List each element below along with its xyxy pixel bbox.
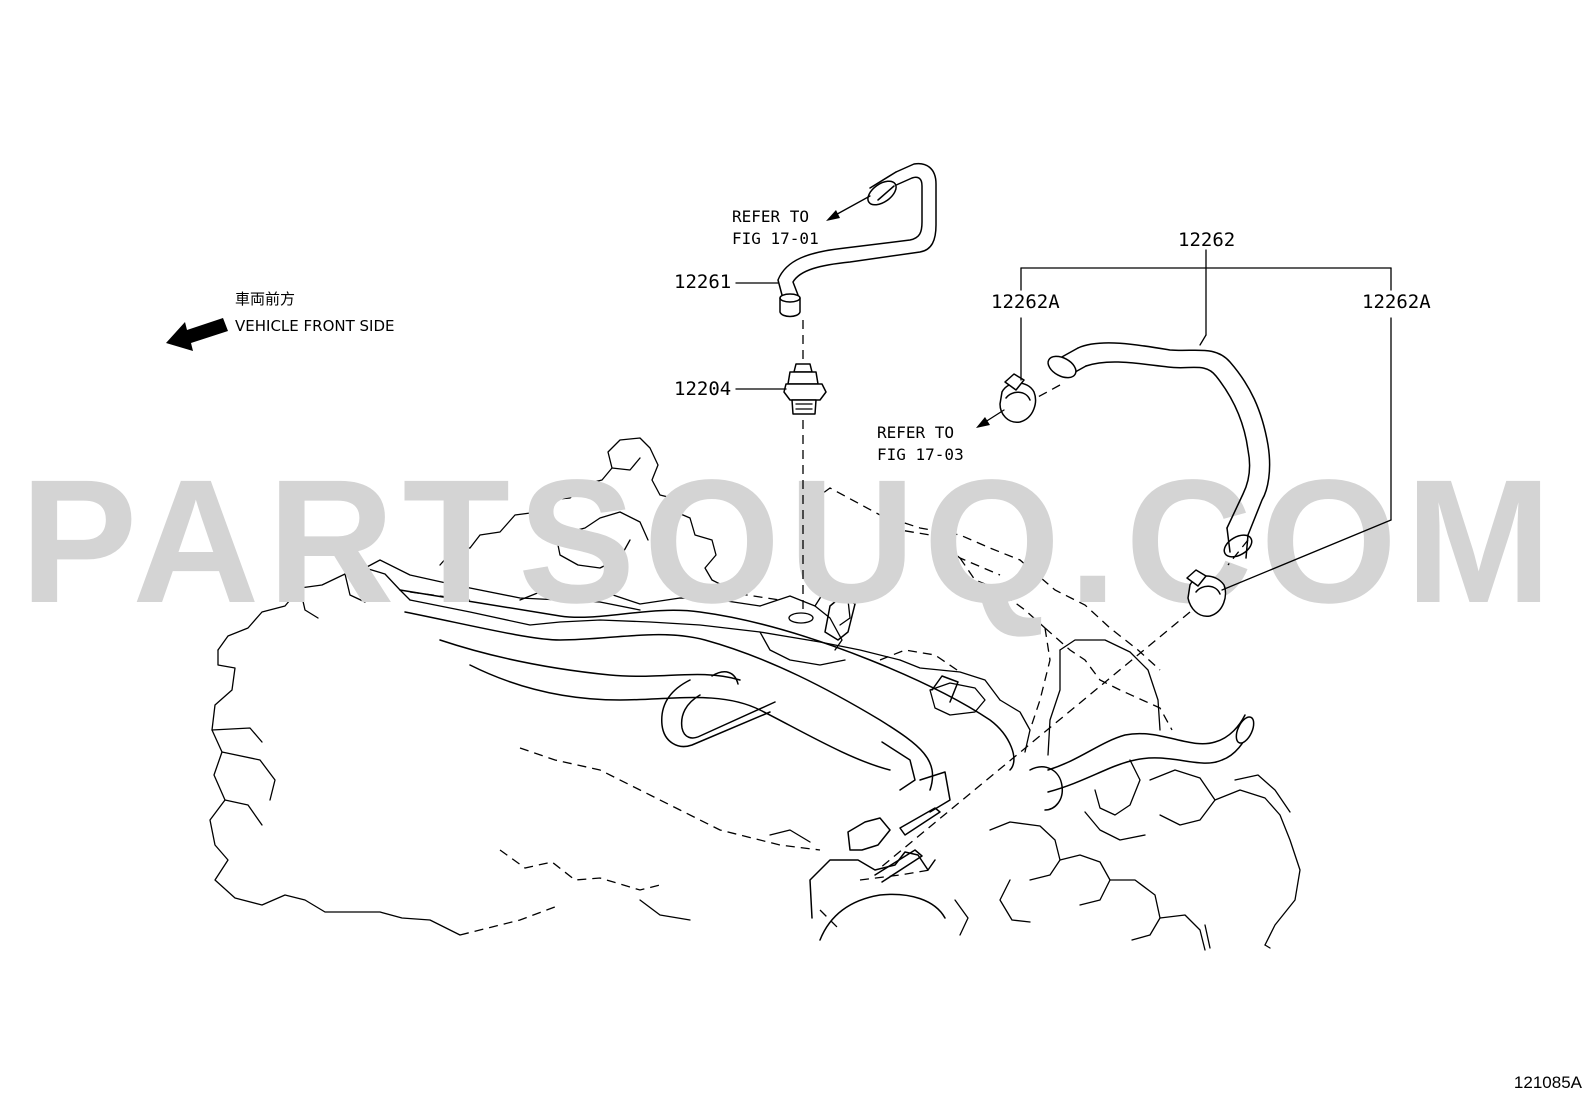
engine-outline: [209, 437, 1301, 951]
label-12262[interactable]: 12262: [1178, 229, 1235, 251]
pcv-valve-12204[interactable]: [783, 363, 827, 415]
ref1-line1[interactable]: REFER TO: [732, 207, 809, 226]
hose-clamp-right[interactable]: [1186, 569, 1227, 617]
assembly-line-diagonal: [879, 611, 1191, 869]
ref1-arrow-icon: [826, 210, 840, 221]
label-12204[interactable]: 12204: [674, 378, 731, 400]
figure-code: 121085A: [1514, 1073, 1583, 1092]
ref2-dash-line: [1035, 384, 1061, 399]
ref2-arrow-icon: [976, 417, 990, 428]
hose-12262[interactable]: [1045, 342, 1271, 561]
callout-bracket-12262: [1020, 249, 1392, 591]
vehicle-front-indicator: 車両前方 VEHICLE FRONT SIDE: [166, 290, 395, 351]
ref2-line1[interactable]: REFER TO: [877, 423, 954, 442]
ref1-line2[interactable]: FIG 17-01: [732, 229, 819, 248]
vehicle-front-label-jp: 車両前方: [235, 290, 295, 308]
assembly-line-hose-end: [1227, 539, 1249, 566]
label-12261[interactable]: 12261: [674, 271, 731, 293]
hose-12261[interactable]: [777, 162, 937, 318]
ref2-line2[interactable]: FIG 17-03: [877, 445, 964, 464]
hose-clamp-left[interactable]: [999, 373, 1037, 423]
arrow-left-down-icon: [166, 318, 228, 351]
label-12262A-left[interactable]: 12262A: [991, 291, 1060, 313]
vehicle-front-label-en: VEHICLE FRONT SIDE: [235, 317, 395, 335]
watermark: PARTSOUQ.COM: [20, 444, 1560, 640]
label-12262A-right[interactable]: 12262A: [1362, 291, 1431, 313]
pcv-port: [788, 612, 814, 624]
